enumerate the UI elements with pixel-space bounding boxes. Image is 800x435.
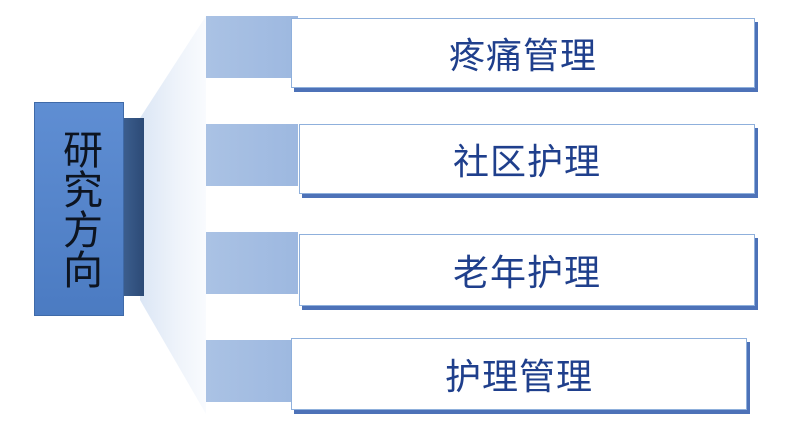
branch-label: 社区护理 [452,142,601,183]
root-node: 研究方向 [34,102,124,316]
branch-tab-4 [206,340,298,402]
branch-community-nursing: 社区护理 [299,124,755,194]
branch-label: 护理管理 [444,357,593,398]
branch-nursing-management: 护理管理 [291,338,747,410]
branch-label: 老年护理 [452,253,601,294]
branch-pain-management: 疼痛管理 [291,18,755,88]
branch-tab-2 [206,124,298,186]
root-label: 研究方向 [56,129,102,289]
funnel-shape [140,16,206,414]
branch-tab-1 [206,16,298,78]
branch-label: 疼痛管理 [448,36,597,77]
branch-geriatric-nursing: 老年护理 [299,234,755,306]
root-node-side [122,118,144,296]
branch-tab-3 [206,232,298,294]
